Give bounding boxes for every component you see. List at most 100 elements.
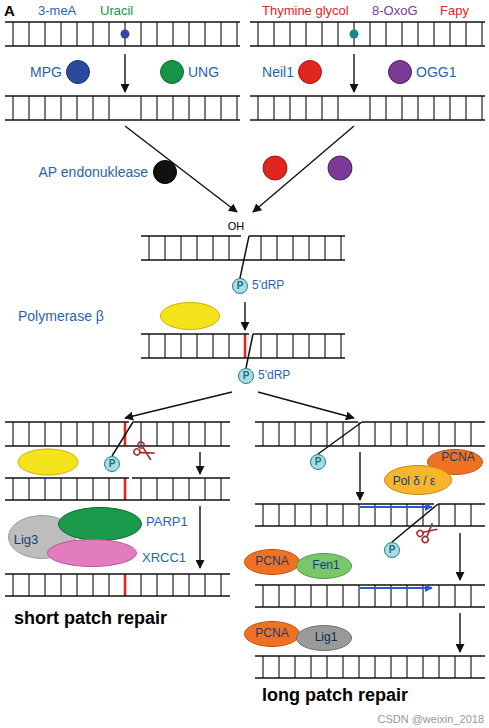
- node-outline: [67, 61, 90, 84]
- base-pair: [262, 422, 263, 446]
- node-label: 5'dRP: [258, 369, 290, 383]
- dna-flap: [240, 236, 249, 278]
- base-pair: [236, 22, 237, 46]
- node-label: XRCC1: [142, 551, 186, 566]
- process-arrow: [199, 452, 200, 474]
- node-outline: [297, 554, 352, 579]
- base-pair: [358, 585, 359, 607]
- base-pair: [212, 236, 213, 260]
- base-pair: [337, 22, 338, 46]
- base-pair: [76, 422, 77, 446]
- hydroxyl-label: OH: [228, 220, 245, 233]
- base-pair: [358, 656, 359, 678]
- pathway-title: short patch repair: [14, 608, 167, 629]
- dna-strand: [141, 333, 249, 335]
- base-pair: [305, 96, 306, 120]
- base-pair: [196, 236, 197, 260]
- base-pair: [433, 96, 434, 120]
- base-pair: [465, 22, 466, 46]
- scissors-icon: [416, 521, 440, 544]
- process-arrow: [353, 54, 354, 92]
- node-outline: [389, 61, 412, 84]
- base-pair: [28, 422, 29, 446]
- node-outline: [385, 466, 452, 495]
- glycosylase-circle: [263, 156, 287, 180]
- base-pair: [220, 96, 221, 120]
- base-pair: [44, 22, 45, 46]
- base-pair: [294, 504, 295, 526]
- base-pair: [324, 334, 325, 358]
- base-pair: [417, 96, 418, 120]
- base-pair: [326, 504, 327, 526]
- node-shape: [388, 60, 412, 84]
- base-pair: [12, 96, 13, 120]
- base-pair: [340, 236, 341, 260]
- process-arrow: [125, 392, 232, 418]
- base-pair: [124, 478, 127, 500]
- base-pair: [28, 574, 29, 596]
- phosphate-circle: P: [310, 454, 326, 470]
- node-label: MPG: [30, 64, 62, 80]
- pcna-ellipse: PCNA: [244, 621, 300, 647]
- base-pair: [276, 334, 277, 358]
- base-pair: [60, 22, 61, 46]
- dna-strand: [250, 95, 485, 97]
- base-pair: [273, 22, 274, 46]
- base-pair: [220, 574, 221, 596]
- base-pair: [465, 96, 466, 120]
- base-pair: [260, 334, 261, 358]
- node-label: AP endonuklease: [39, 164, 149, 180]
- base-pair: [12, 22, 13, 46]
- base-pair: [188, 22, 189, 46]
- enzyme-ellipse: PARP1: [58, 507, 142, 541]
- base-pair: [188, 96, 189, 120]
- dna-duplex: [5, 422, 230, 446]
- watermark: CSDN @weixin_2018: [377, 713, 484, 726]
- node-label: P: [389, 544, 396, 556]
- base-pair: [44, 574, 45, 596]
- glycosylase-circle: [328, 156, 352, 180]
- base-pair: [204, 478, 205, 500]
- base-pair: [44, 96, 45, 120]
- base-pair: [28, 478, 29, 500]
- base-pair: [278, 585, 279, 607]
- dna-strand: [255, 606, 485, 608]
- base-pair: [108, 478, 109, 500]
- base-pair: [310, 585, 311, 607]
- base-pair: [156, 422, 157, 446]
- base-pair: [454, 656, 455, 678]
- node-outline: [154, 161, 177, 184]
- base-pair: [156, 574, 157, 596]
- lesion-name: Uracil: [100, 4, 133, 19]
- node-outline: [245, 622, 300, 647]
- base-pair: [44, 422, 45, 446]
- dna-strand: [253, 333, 345, 335]
- base-pair: [470, 585, 471, 607]
- base-pair: [289, 22, 290, 46]
- node-label: Fen1: [312, 559, 339, 573]
- dna-strand: [255, 421, 358, 423]
- base-pair: [438, 422, 439, 446]
- node-shape: [58, 507, 142, 541]
- base-pair: [228, 334, 229, 358]
- base-pair: [342, 504, 343, 526]
- process-arrow: [244, 302, 245, 330]
- phosphate-circle: P: [384, 542, 400, 558]
- base-pair: [369, 22, 370, 46]
- base-pair: [278, 504, 279, 526]
- dna-flap: [392, 504, 438, 542]
- base-pair: [220, 22, 221, 46]
- polymerase-ellipse: Pol δ / ε: [384, 465, 452, 495]
- base-pair: [289, 96, 290, 120]
- base-pair: [60, 574, 61, 596]
- base-pair: [196, 334, 197, 358]
- base-pair: [342, 422, 343, 446]
- base-pair: [257, 96, 258, 120]
- base-pair: [454, 504, 455, 526]
- dna-strand: [255, 655, 485, 657]
- node-label: P: [315, 456, 322, 468]
- base-pair: [244, 334, 247, 358]
- base-pair: [438, 504, 439, 526]
- dna-strand: [255, 677, 485, 679]
- base-pair: [292, 236, 293, 260]
